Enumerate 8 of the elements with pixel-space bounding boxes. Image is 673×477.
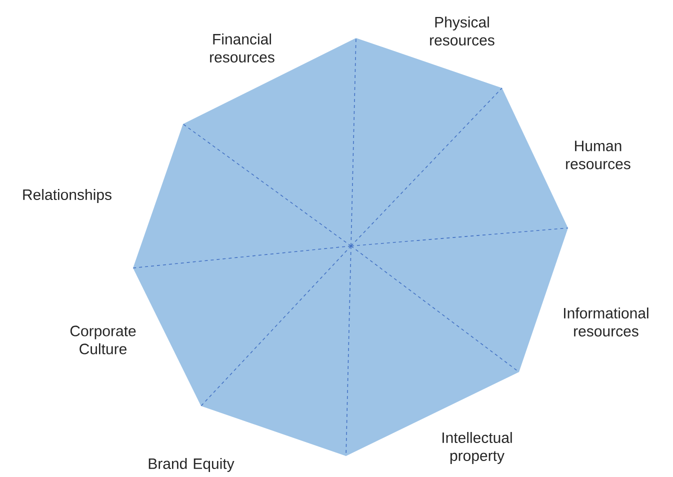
segment-label: Relationships [23,189,112,203]
segment-label: Informational resources [564,307,648,336]
segment-label: Financial resources [210,34,274,62]
segment-label: Corporate Culture [70,326,136,354]
segment-label: Human resources [566,140,630,170]
segment-label: Intellectual property [442,432,512,464]
segment-label: Physical resources [430,16,494,46]
segment-label: Brand Equity [148,458,234,472]
